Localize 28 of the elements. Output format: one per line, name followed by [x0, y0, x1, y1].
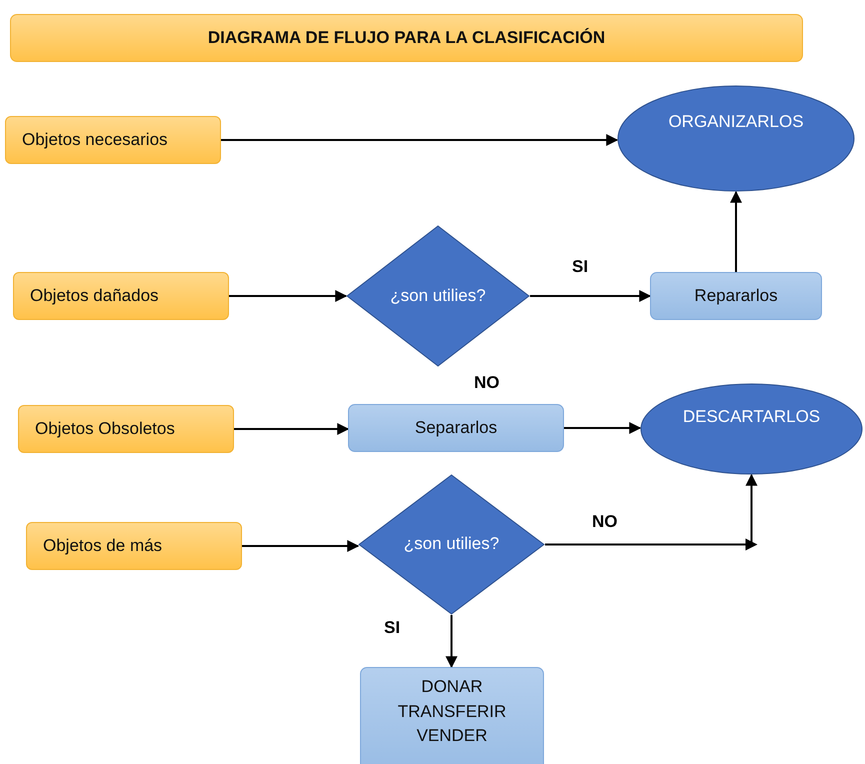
- node-text: Objetos de más: [43, 534, 162, 557]
- process-box: [26, 522, 242, 570]
- process-box: [5, 116, 221, 164]
- arrow: [229, 290, 348, 302]
- arrow: [530, 290, 652, 302]
- arrow: [221, 134, 618, 146]
- node-text: ¿son utilies?: [390, 284, 486, 307]
- arrow: [446, 615, 458, 668]
- node-text: Repararlos: [694, 284, 778, 307]
- node-text: Objetos dañados: [30, 284, 159, 307]
- process-box: [360, 667, 544, 764]
- process-box: [348, 404, 564, 452]
- arrow: [564, 422, 642, 434]
- arrow: [242, 540, 360, 552]
- process-box: [13, 272, 229, 320]
- title: DIAGRAMA DE FLUJO PARA LA CLASIFICACIÓN: [10, 14, 803, 62]
- process-box: [650, 272, 822, 320]
- node-text: ¿son utilies?: [404, 533, 500, 556]
- node-text: ORGANIZARLOS: [668, 111, 804, 134]
- node-text: Separarlos: [414, 416, 498, 439]
- node-text: Objetos Obsoletos: [35, 418, 175, 440]
- node-text: Objetos necesarios: [22, 128, 168, 151]
- process-box: [18, 405, 234, 453]
- arrow: [234, 423, 350, 435]
- node-text: DESCARTARLOS: [682, 406, 820, 428]
- arrow: [545, 474, 758, 550]
- node-text: DONAR TRANSFERIR VENDER: [397, 676, 507, 748]
- arrow: [730, 190, 742, 272]
